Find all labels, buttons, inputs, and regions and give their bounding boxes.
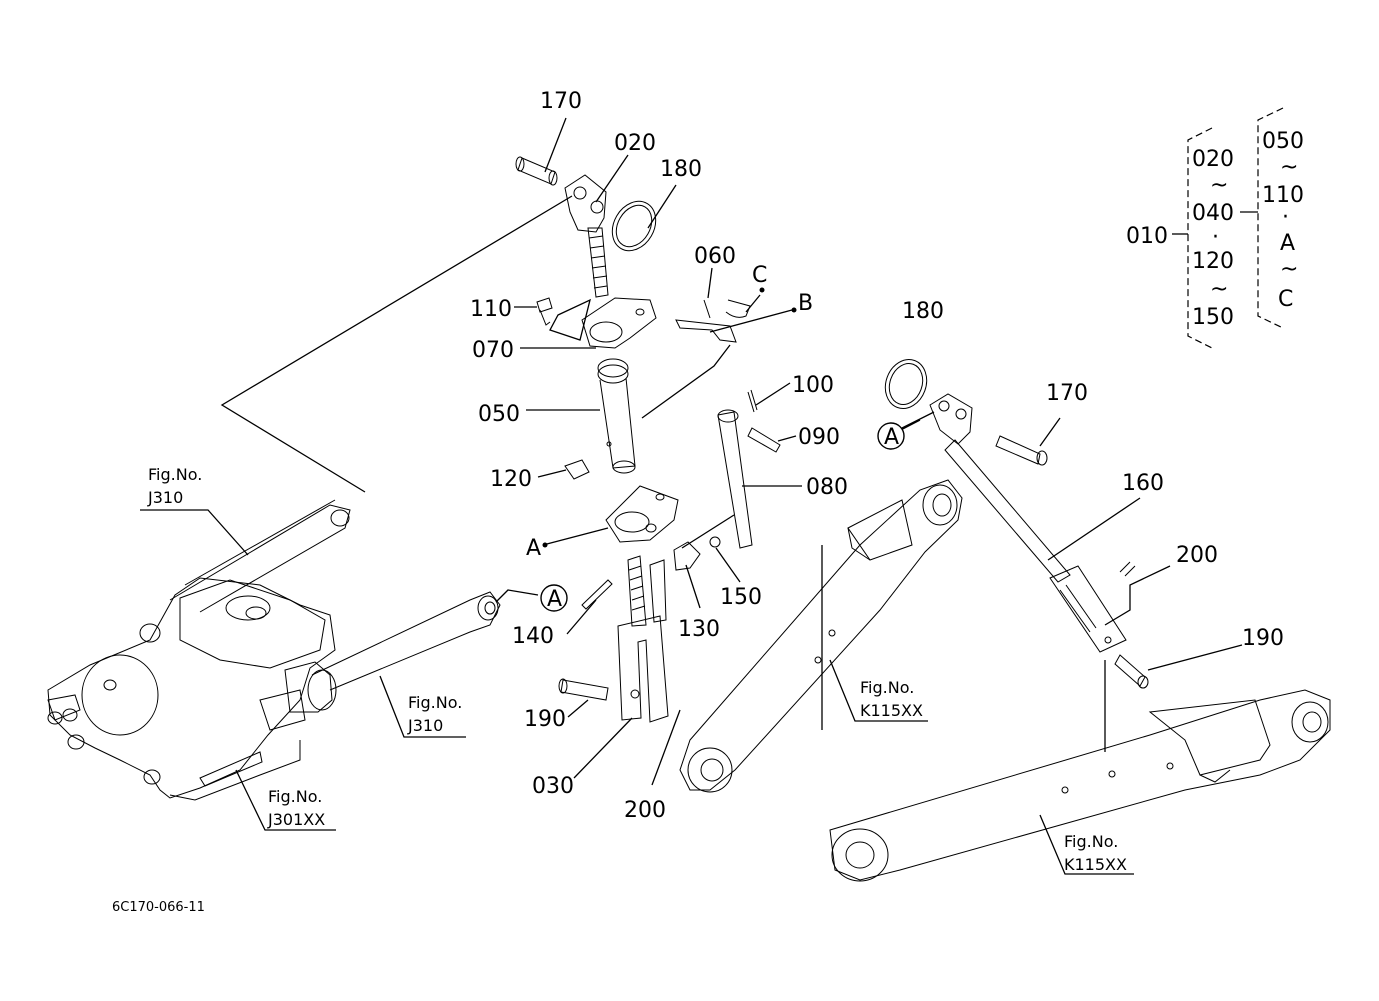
figref-2-code: J310 [407,716,443,735]
key-left-6: 150 [1192,305,1234,330]
label-c: C [752,263,767,288]
label-110: 110 [470,297,512,322]
key-right-6: C [1278,287,1293,312]
key-left-5: ~ [1210,277,1228,302]
label-070: 070 [472,338,514,363]
key-left-3: · [1212,225,1219,250]
label-160: 160 [1122,471,1164,496]
label-170-right: 170 [1046,381,1088,406]
label-190-right: 190 [1242,626,1284,651]
label-170-top: 170 [540,89,582,114]
key-right-0: 050 [1262,129,1304,154]
label-140: 140 [512,624,554,649]
key-right-4: A [1280,231,1295,256]
label-100: 100 [792,373,834,398]
key-right-3: · [1282,205,1289,230]
part-labels: 170 020 180 060 C B 110 070 050 120 A 10… [470,89,1284,823]
figref-1-code: J310 [147,488,183,507]
figref-3-label: Fig.No. [268,787,322,806]
label-150: 150 [720,585,762,610]
label-130: 130 [678,617,720,642]
label-060: 060 [694,244,736,269]
figref-4-code: K115XX [860,701,923,720]
key-left-0: 020 [1192,147,1234,172]
figref-1-label: Fig.No. [148,465,202,484]
label-180-right: 180 [902,299,944,324]
figref-2-label: Fig.No. [408,693,462,712]
figure-references: Fig.No. J310 Fig.No. J310 Fig.No. J301XX… [147,465,1127,874]
key-left-4: 120 [1192,249,1234,274]
lift-rod-assembly-illustration [515,156,781,723]
key-right-5: ~ [1280,257,1298,282]
key-right-2: 110 [1262,183,1304,208]
label-090: 090 [798,425,840,450]
leader-020-to-housing [220,195,573,493]
hydraulic-housing-illustration [47,499,501,801]
figref-5-label: Fig.No. [1064,832,1118,851]
lower-link-left-illustration [679,479,963,793]
label-a-circle-right: A [884,425,899,450]
label-180-top: 180 [660,157,702,182]
drawing-code: 6C170-066-11 [112,900,205,915]
label-120: 120 [490,467,532,492]
label-a-circle-left: A [547,587,562,612]
circled-marker-a-left [540,584,568,612]
assembly-key: 010 020 ~ 040 · 120 ~ 150 050 ~ 110 · A … [1126,107,1304,349]
key-left-1: ~ [1210,173,1228,198]
key-right-1: ~ [1280,155,1298,180]
check-rod-assembly-illustration [884,359,1149,689]
figref-4-label: Fig.No. [860,678,914,697]
key-left-2: 040 [1192,201,1234,226]
label-a-left: A [526,536,541,561]
label-020: 020 [614,131,656,156]
lower-link-right-illustration [829,689,1331,882]
label-080: 080 [806,475,848,500]
label-030: 030 [532,774,574,799]
assembly-root-010: 010 [1126,224,1168,249]
label-050: 050 [478,402,520,427]
label-200-right: 200 [1176,543,1218,568]
label-190-left: 190 [524,707,566,732]
figref-3-code: J301XX [267,810,325,829]
leader-lines [140,117,1243,875]
figref-5-code: K115XX [1064,855,1127,874]
label-b: B [798,291,813,316]
label-200-bottom: 200 [624,798,666,823]
circled-marker-a-right [877,422,905,450]
